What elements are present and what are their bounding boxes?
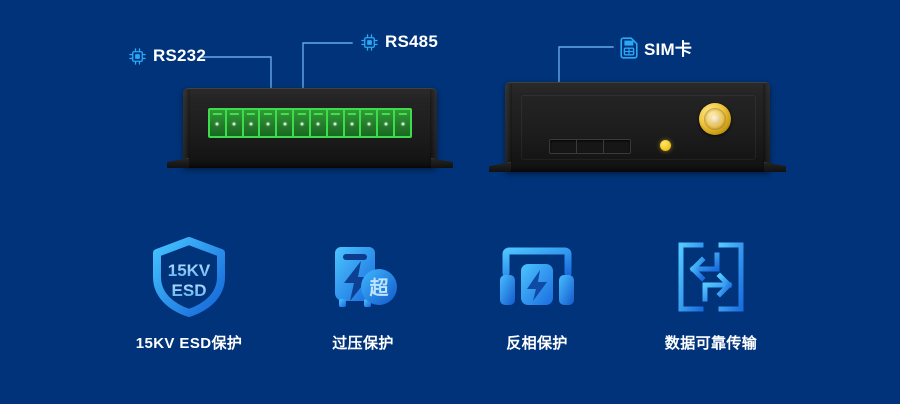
housing-right-edge: [763, 84, 770, 166]
mounting-ear-left: [489, 162, 511, 172]
mounting-ear-right: [431, 158, 453, 168]
chip-icon: [360, 33, 379, 52]
callout-label-rs232: RS232: [153, 46, 206, 65]
sim-card-icon: [620, 36, 638, 59]
terminal-screw-8: [327, 110, 345, 136]
mounting-ear-left: [167, 158, 189, 168]
feature-caption-data-transfer: 数据可靠传输: [664, 335, 758, 352]
terminal-screw-4: [260, 110, 278, 136]
surge-badge-text: 超: [368, 276, 389, 299]
feature-data-transfer: 数据可靠传输: [624, 236, 798, 353]
terminal-screw-10: [361, 110, 379, 136]
feature-caption-esd: 15KV ESD保护: [135, 335, 243, 352]
sma-antenna-connector: [699, 103, 731, 135]
callout-rs232: RS232: [128, 46, 206, 66]
sim-card-slot: [549, 139, 631, 154]
feature-reverse-phase: 反相保护: [450, 236, 624, 353]
device-rear-view: [489, 82, 786, 172]
terminal-screw-12: [395, 110, 410, 136]
terminal-screw-3: [243, 110, 261, 136]
shield-icon: 15KV ESD: [152, 236, 226, 318]
feature-overvoltage: 超 过压保护: [276, 236, 450, 353]
sim-slot-segment-1: [550, 140, 577, 153]
terminal-screw-2: [226, 110, 244, 136]
housing-left-edge: [505, 84, 512, 166]
feature-esd: 15KV ESD 15KV ESD保护: [102, 236, 276, 353]
surge-protector-icon: 超: [324, 236, 402, 318]
chip-icon: [128, 47, 147, 66]
feature-caption-reverse-phase: 反相保护: [506, 335, 568, 352]
terminal-screw-11: [378, 110, 396, 136]
housing-left-edge: [183, 90, 190, 162]
rear-panel-inset: [521, 95, 756, 160]
callout-sim: SIM卡: [620, 35, 692, 60]
callout-label-sim: SIM卡: [644, 40, 693, 59]
shield-badge-top: 15KV: [168, 261, 211, 280]
terminal-screw-9: [344, 110, 362, 136]
terminal-screw-5: [277, 110, 295, 136]
feature-list: 15KV ESD 15KV ESD保护: [0, 236, 900, 353]
feature-caption-overvoltage: 过压保护: [332, 335, 394, 352]
mounting-ear-right: [764, 162, 786, 172]
sim-slot-segment-2: [577, 140, 604, 153]
housing-right-edge: [430, 90, 437, 162]
reverse-phase-icon: [495, 236, 579, 318]
callout-rs485: RS485: [360, 32, 438, 52]
terminal-block: [208, 108, 412, 138]
shield-badge-bottom: ESD: [172, 281, 207, 300]
callout-label-rs485: RS485: [385, 32, 438, 51]
sim-slot-segment-3: [604, 140, 630, 153]
terminal-screw-7: [310, 110, 328, 136]
data-transfer-icon: [671, 236, 751, 318]
terminal-screw-1: [210, 110, 227, 136]
status-led: [660, 140, 671, 151]
terminal-screw-6: [294, 110, 311, 136]
device-front-view: [167, 88, 453, 168]
